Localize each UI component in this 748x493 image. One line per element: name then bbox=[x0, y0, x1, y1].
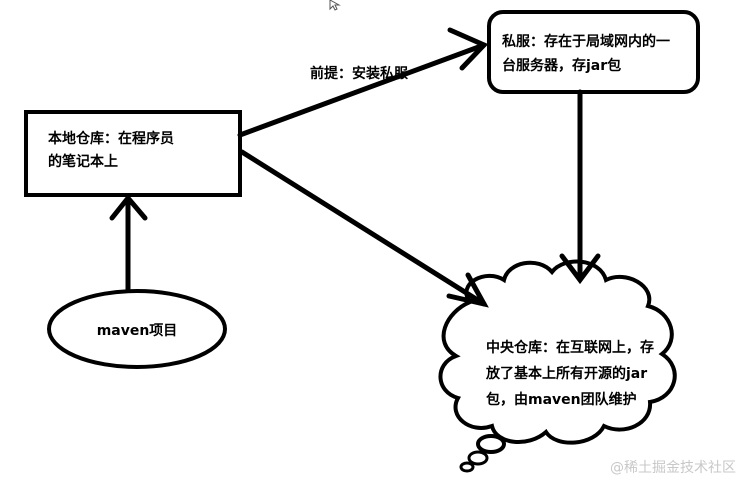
edge-maven-to-local bbox=[109, 194, 148, 293]
local-repo-node: 本地仓库：在程序员 的笔记本上 bbox=[24, 110, 242, 197]
edge-local-to-private-label: 前提：安装私服 bbox=[310, 65, 409, 82]
central-repo-line2: 放了基本上所有开源的jar bbox=[485, 365, 647, 382]
central-repo-node: 中央仓库：在互联网上，存 放了基本上所有开源的jar 包，由maven团队维护 bbox=[438, 259, 677, 473]
central-repo-line1: 中央仓库：在互联网上，存 bbox=[486, 339, 654, 356]
local-repo-line2: 的笔记本上 bbox=[48, 153, 118, 170]
private-server-line1: 私服：存在于局域网内的一 bbox=[502, 33, 670, 50]
private-server-node: 私服：存在于局域网内的一 台服务器，存jar包 bbox=[487, 10, 700, 94]
edge-private-to-central bbox=[559, 89, 601, 285]
edge-local-to-private bbox=[237, 27, 489, 138]
central-repo-line3: 包，由maven团队维护 bbox=[486, 391, 637, 408]
watermark: @稀土掘金技术社区 bbox=[610, 460, 736, 476]
edge-local-to-central bbox=[239, 149, 489, 308]
private-server-line2: 台服务器，存jar包 bbox=[502, 57, 621, 74]
maven-project-label: maven项目 bbox=[97, 323, 178, 339]
local-repo-line1: 本地仓库：在程序员 bbox=[48, 130, 174, 147]
maven-project-node: maven项目 bbox=[47, 289, 227, 369]
mouse-pointer-icon bbox=[329, 0, 341, 11]
